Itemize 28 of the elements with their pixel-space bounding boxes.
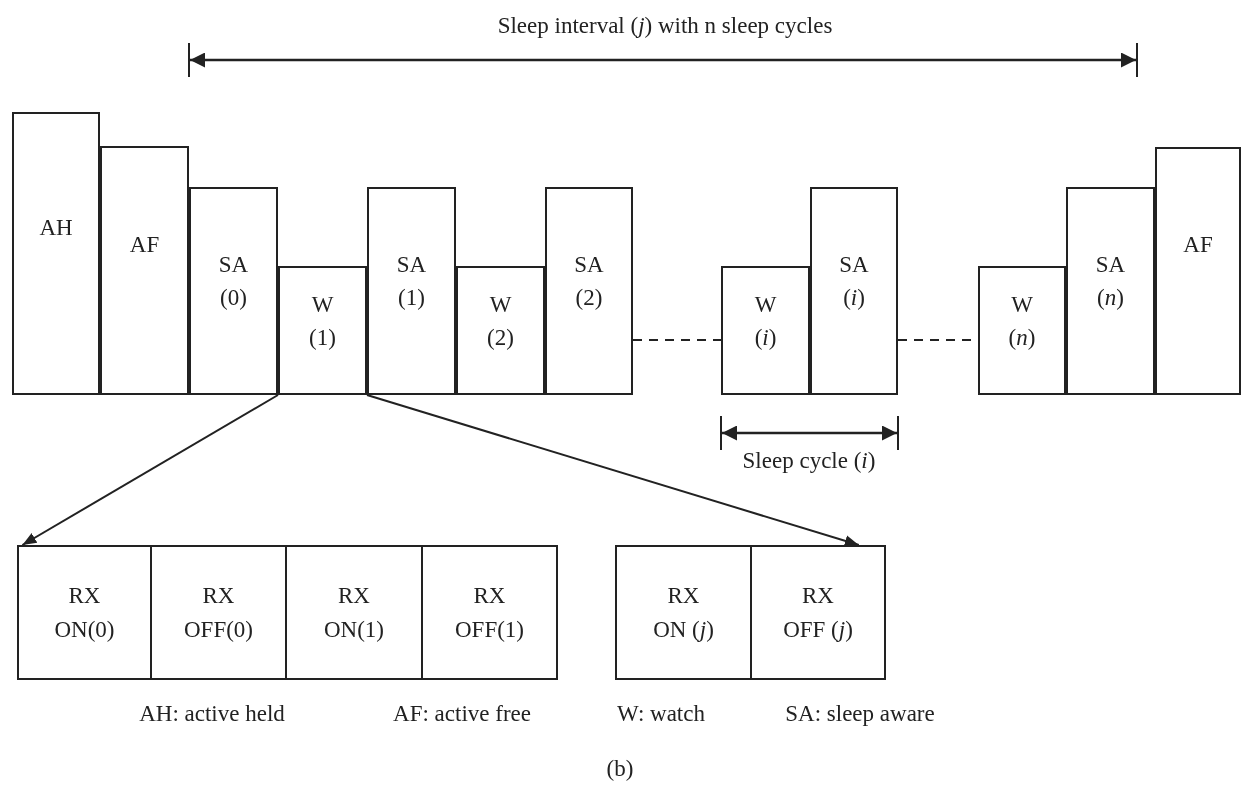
substate-box: RX ON (j) <box>615 545 752 680</box>
state-bar: SA (i) <box>810 187 898 395</box>
dimension-label: Sleep interval (j) with n sleep cycles <box>497 13 833 39</box>
figure-caption: (b) <box>606 756 634 782</box>
state-bar: W (1) <box>278 266 367 395</box>
substate-box: RX ON(1) <box>285 545 423 680</box>
state-bar: W (n) <box>978 266 1066 395</box>
legend-text: AF: active free <box>393 701 531 727</box>
state-bar: SA (2) <box>545 187 633 395</box>
legend-text: AH: active held <box>139 701 285 727</box>
substate-box: RX OFF (j) <box>750 545 886 680</box>
state-bar: AF <box>100 146 189 395</box>
substate-box: RX ON(0) <box>17 545 152 680</box>
state-bar: AH <box>12 112 100 395</box>
dimension-label: Sleep cycle (i) <box>742 448 876 474</box>
arrow <box>21 394 279 546</box>
dashed-line <box>632 339 722 341</box>
legend-text: W: watch <box>617 701 705 727</box>
arrow <box>366 394 860 547</box>
substate-box: RX OFF(1) <box>421 545 558 680</box>
state-bar: SA (0) <box>189 187 278 395</box>
state-bar: AF <box>1155 147 1241 395</box>
legend-text: SA: sleep aware <box>785 701 935 727</box>
state-bar: SA (n) <box>1066 187 1155 395</box>
state-bar: W (i) <box>721 266 810 395</box>
state-bar: SA (1) <box>367 187 456 395</box>
substate-box: RX OFF(0) <box>150 545 287 680</box>
state-bar: W (2) <box>456 266 545 395</box>
